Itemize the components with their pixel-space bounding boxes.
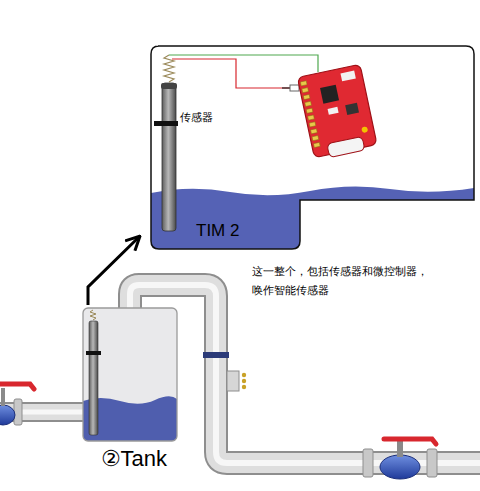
label-anchor: 这一整个，包括传感器和微控制器， 唤作智能传感器 [252, 262, 440, 299]
valve-left-part [0, 405, 15, 425]
board-pin [312, 136, 319, 141]
panel-ground [151, 46, 474, 249]
tank-sensor-rod-part [90, 310, 96, 320]
board-pin [309, 122, 316, 127]
microcontroller-board-part [297, 64, 377, 158]
board-pin [313, 142, 320, 147]
valve-left-part [14, 399, 22, 425]
pipe-clamp [203, 352, 229, 358]
tank-label: ②Tank [80, 446, 188, 472]
microcontroller-board-part [340, 71, 355, 82]
microcontroller-board-part [320, 85, 339, 104]
board-pins [300, 81, 320, 148]
board-pin [308, 115, 315, 120]
board-pin [303, 94, 310, 99]
panel-border [151, 46, 474, 249]
valve-left-part [0, 384, 34, 389]
sensor-spring [164, 55, 174, 82]
microcontroller-board-part [328, 107, 339, 115]
valve-right-part [384, 439, 436, 444]
valve-right-part [380, 455, 420, 479]
tank-border [83, 308, 177, 441]
microcontroller-board-part [361, 126, 368, 133]
panel-label: TIM 2 [196, 221, 480, 241]
board-pin [311, 129, 318, 134]
pipe-right-part [130, 285, 480, 463]
pipe-right [130, 285, 480, 463]
pipe-right-part [130, 285, 480, 463]
tank-box: ②Tank [80, 305, 188, 483]
pipe-sensor-fitting-part [242, 373, 246, 377]
valve-left-part [1, 388, 5, 406]
label-anchor: 传感器 [180, 108, 213, 127]
sensor-rod-part [154, 121, 178, 126]
board-pin [305, 101, 312, 106]
tank-sensor-rod [86, 310, 101, 435]
part-label: 传感器 [180, 108, 213, 127]
sensor-wires-part [172, 59, 310, 88]
pipe-sensor-fitting-part [242, 379, 246, 383]
sensor-wires-part [169, 55, 318, 72]
sensor-wires [169, 55, 318, 91]
pipe-right-part [130, 285, 480, 463]
pipe-sensor-fitting [227, 371, 246, 391]
board-pin [300, 81, 307, 86]
valve-right-part [427, 449, 437, 477]
valve-right-part [397, 441, 403, 457]
valve-right-part [363, 449, 373, 477]
sensor-rod-part [161, 83, 177, 89]
smart-sensor-illustration [150, 45, 467, 250]
valve-right [363, 439, 437, 479]
tank-sensor-rod-part [89, 321, 98, 435]
pipe-clamp-part [203, 352, 229, 358]
microcontroller-board-part [345, 103, 359, 115]
pipe-sensor-fitting-part [242, 385, 246, 389]
sensor-wires-part [290, 85, 299, 91]
sensor-rod-part [162, 83, 176, 231]
board-pin [306, 108, 313, 113]
flow-arrow [88, 236, 140, 305]
microcontroller-board-part [327, 136, 365, 157]
valve-left [0, 384, 34, 425]
note-text: 这一整个，包括传感器和微控制器， 唤作智能传感器 [252, 262, 440, 299]
sensor-spring-part [164, 55, 174, 82]
tank-ground [83, 308, 177, 441]
tank-sensor-rod-part [86, 351, 101, 355]
microcontroller-board [297, 64, 377, 160]
tank-sensor-illustration [80, 305, 180, 445]
sensor-rod [154, 83, 178, 231]
smart-sensor-panel: TIM 2 [150, 45, 475, 250]
pipe-sensor-fitting-part [227, 371, 239, 391]
board-pin [302, 88, 309, 93]
